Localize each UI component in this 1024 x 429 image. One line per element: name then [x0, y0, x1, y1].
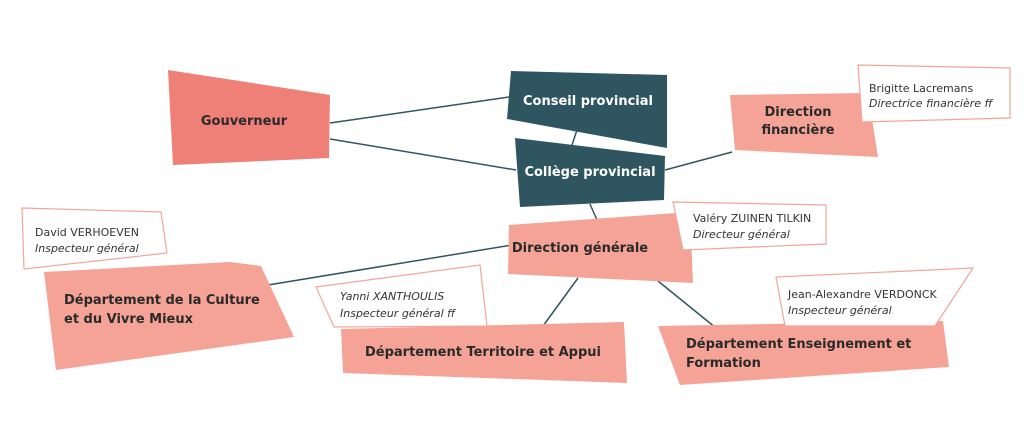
person-name: Valéry ZUINEN TILKIN	[693, 212, 811, 225]
node-label: Département Territoire et Appui	[365, 345, 601, 360]
node-college-provincial[interactable]: Collège provincial	[515, 138, 665, 207]
node-label: Département de la Culture	[64, 293, 260, 308]
node-departement-territoire[interactable]: Département Territoire et Appui Yanni XA…	[315, 264, 627, 383]
node-direction-financiere[interactable]: Direction financière Brigitte Lacremans …	[730, 64, 1011, 157]
person-title: Directeur général	[693, 228, 790, 241]
person-card-enseignement: Jean-Alexandre VERDONCK Inspecteur génér…	[775, 267, 975, 327]
connector-gouverneur-college	[329, 138, 517, 171]
person-name: David VERHOEVEN	[35, 226, 139, 239]
node-label: financière	[761, 123, 834, 138]
connectors	[267, 96, 733, 329]
person-name: Jean-Alexandre VERDONCK	[787, 288, 938, 301]
node-departement-enseignement[interactable]: Département Enseignement et Formation Je…	[658, 267, 975, 385]
connector-college-generale	[589, 203, 598, 221]
node-label: Formation	[686, 356, 761, 371]
person-name: Brigitte Lacremans	[869, 82, 973, 95]
node-label: Direction	[764, 105, 831, 120]
person-title: Directrice financière ff	[869, 97, 994, 110]
person-card-territoire: Yanni XANTHOULIS Inspecteur général ff	[315, 264, 488, 328]
person-title: Inspecteur général	[35, 242, 139, 255]
person-title: Inspecteur général ff	[340, 307, 456, 320]
node-departement-culture[interactable]: Département de la Culture et du Vivre Mi…	[21, 207, 294, 370]
person-card-financiere: Brigitte Lacremans Directrice financière…	[857, 64, 1011, 123]
connector-conseil-college	[571, 129, 578, 146]
node-label: Conseil provincial	[523, 94, 653, 109]
connector-generale-culture	[267, 244, 513, 286]
node-label: Direction générale	[512, 241, 648, 256]
node-label: et du Vivre Mieux	[64, 312, 194, 327]
node-label: Collège provincial	[524, 165, 655, 180]
node-label: Gouverneur	[201, 114, 288, 129]
person-title: Inspecteur général	[788, 304, 892, 317]
node-conseil-provincial[interactable]: Conseil provincial	[507, 71, 667, 148]
person-card-culture: David VERHOEVEN Inspecteur général	[21, 207, 168, 270]
connector-gouverneur-conseil	[329, 96, 510, 124]
node-label: Département Enseignement et	[686, 337, 911, 352]
node-direction-generale[interactable]: Direction générale Valéry ZUINEN TILKIN …	[508, 201, 827, 283]
node-gouverneur[interactable]: Gouverneur	[168, 70, 330, 165]
connector-generale-enseignement	[657, 280, 717, 329]
person-card-generale: Valéry ZUINEN TILKIN Directeur général	[672, 201, 827, 251]
connector-college-financiere	[664, 151, 733, 171]
person-name: Yanni XANTHOULIS	[340, 290, 444, 303]
connector-generale-territoire	[542, 277, 579, 327]
